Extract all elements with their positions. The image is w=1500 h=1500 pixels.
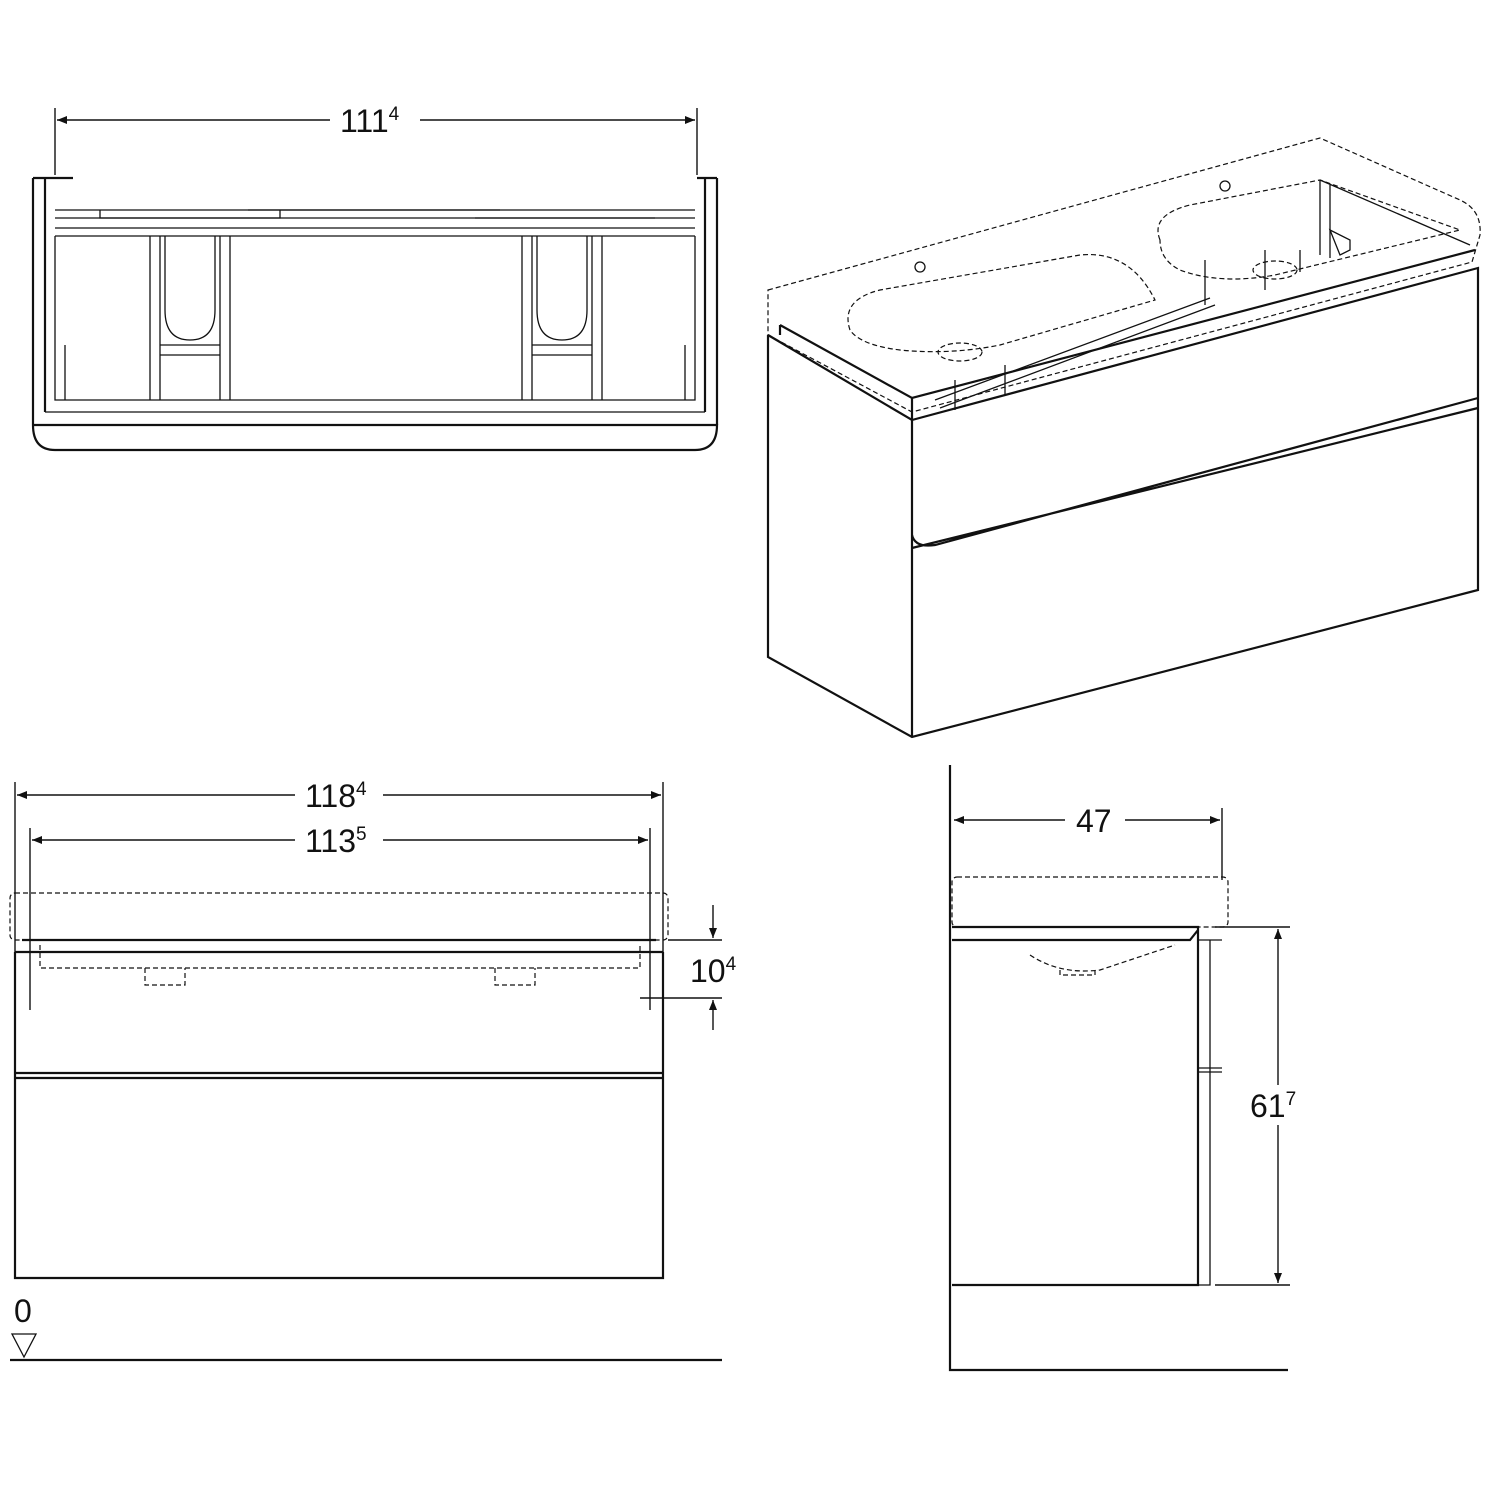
side-view: 47 617 [948, 765, 1296, 1372]
floor-level-label: 0 [14, 1293, 32, 1329]
top-view: 1114 [31, 103, 719, 452]
inner-width-dimension: 1135 [305, 823, 367, 859]
height-dimension: 617 [1250, 1088, 1296, 1124]
isometric-view [766, 137, 1481, 739]
top-width-dimension: 1114 [340, 103, 400, 139]
depth-dimension: 47 [1076, 803, 1112, 839]
overall-width-dimension: 1184 [305, 778, 367, 814]
front-view: 1184 1135 104 0 [9, 778, 737, 1362]
basin-offset-dimension: 104 [690, 953, 737, 989]
